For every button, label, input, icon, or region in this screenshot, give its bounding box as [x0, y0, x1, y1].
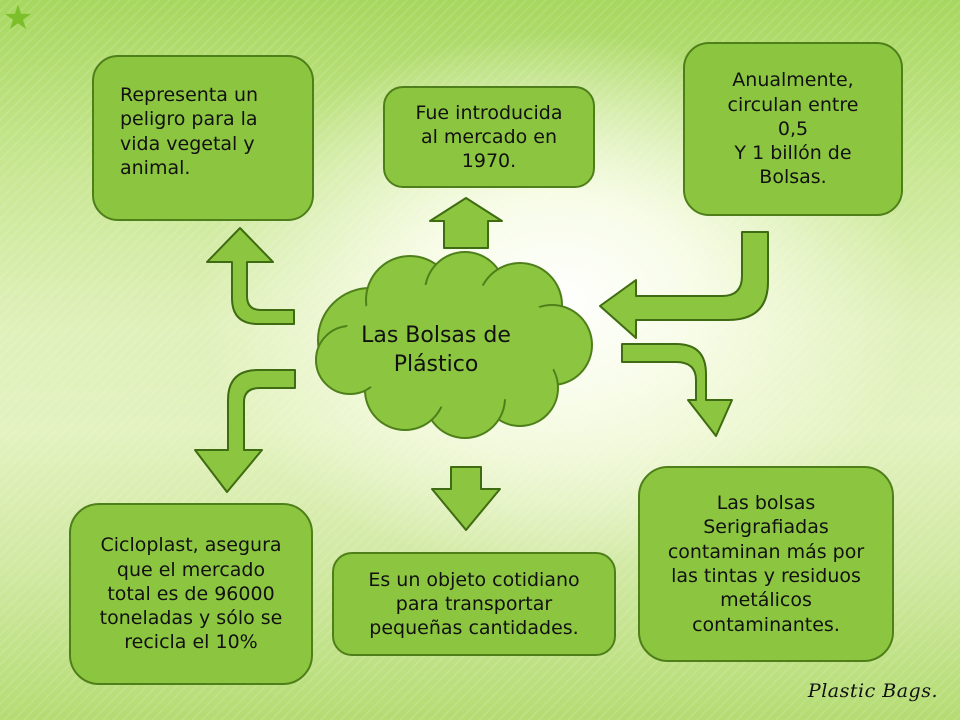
- box-serigrafiadas: Las bolsas Serigrafiadas contaminan más …: [638, 466, 894, 662]
- box-anual: Anualmente, circulan entre 0,5 Y 1 billó…: [683, 42, 903, 216]
- bent-arrow-cicloplast-icon: [194, 369, 296, 493]
- arrow-down-icon: [431, 466, 501, 531]
- footer-signature: Plastic Bags.: [807, 680, 938, 702]
- center-label: Las Bolsas de Plástico: [361, 323, 511, 377]
- bent-arrow-anual-icon: [599, 231, 769, 339]
- box-cotidiano: Es un objeto cotidiano para transportar …: [332, 552, 616, 656]
- bent-arrow-serigrafiadas-icon: [621, 343, 733, 437]
- bent-arrow-peligro-icon: [206, 227, 295, 325]
- box-cicloplast: Cicloplast, asegura que el mercado total…: [69, 503, 313, 685]
- star-icon: ★: [2, 0, 34, 38]
- box-peligro: Representa un peligro para la vida veget…: [92, 55, 314, 221]
- center-cloud: [315, 251, 593, 439]
- box-introducida: Fue introducida al mercado en 1970.: [383, 86, 595, 188]
- arrow-up-icon: [429, 197, 503, 249]
